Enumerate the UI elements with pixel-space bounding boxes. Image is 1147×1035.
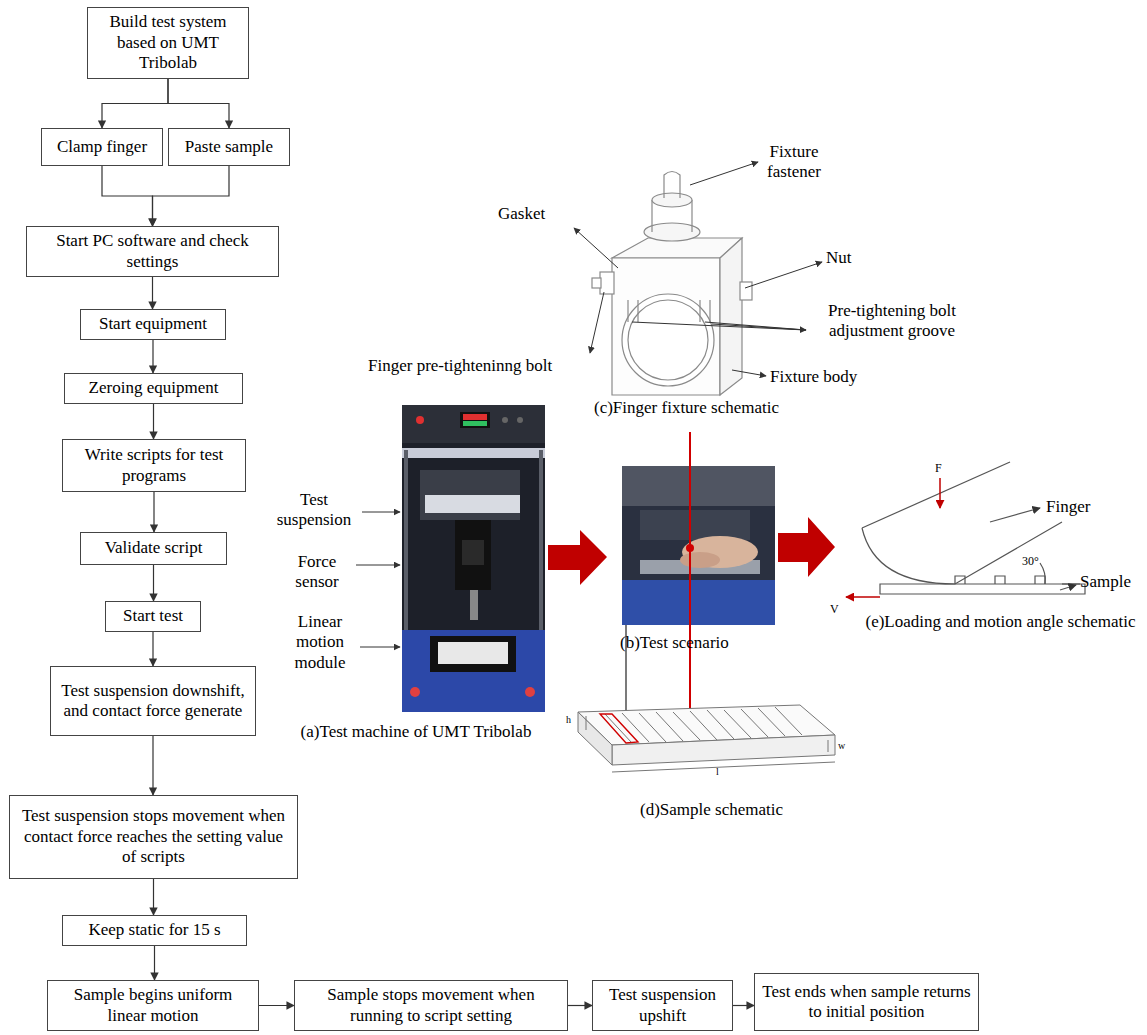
process-box: Test ends when sample returns to initial… — [754, 973, 979, 1031]
connector — [153, 492, 154, 532]
label: h — [566, 714, 571, 726]
label: l — [716, 766, 719, 778]
label: Fixture body — [770, 367, 857, 387]
label: 30° — [1022, 554, 1039, 568]
connector — [152, 340, 153, 373]
label: (d)Sample schematic — [640, 800, 783, 820]
label: Force sensor — [278, 552, 356, 593]
process-box: Keep static for 15 s — [62, 915, 247, 946]
flow-arrow — [778, 517, 835, 577]
connector — [152, 736, 153, 795]
connector — [568, 1005, 592, 1006]
box-text: Test suspension downshift, and contact f… — [57, 681, 249, 722]
label: Finger pre-tighteninng bolt — [368, 356, 552, 376]
connector — [259, 1005, 294, 1006]
finger-drawing — [862, 462, 1085, 594]
connector — [733, 1005, 754, 1006]
red-line — [689, 432, 691, 712]
box-text: Sample stops movement when running to sc… — [301, 985, 561, 1026]
box-text: Test suspension stops movement when cont… — [16, 806, 291, 867]
red-dot — [686, 544, 694, 552]
label: Sample — [1080, 572, 1131, 592]
fixture-drawing — [592, 172, 752, 396]
box-text: Test suspension upshift — [599, 985, 726, 1026]
process-box: Sample stops movement when running to sc… — [294, 980, 568, 1031]
connector — [102, 79, 168, 128]
label: (e)Loading and motion angle schematic — [858, 612, 1143, 632]
label: Gasket — [498, 204, 545, 224]
box-text: Start PC software and check settings — [33, 231, 272, 272]
process-box: Build test system based on UMT Tribolab — [87, 7, 249, 79]
velocity-arrow — [846, 596, 880, 598]
box-text: Sample begins uniform linear motion — [54, 985, 252, 1026]
process-box: Sample begins uniform linear motion — [47, 980, 259, 1031]
box-text: Write scripts for test programs — [69, 445, 239, 486]
label: V — [830, 602, 839, 616]
force-arrow — [939, 478, 941, 508]
label: (a)Test machine of UMT Tribolab — [300, 722, 532, 742]
process-box: Write scripts for test programs — [62, 439, 246, 492]
connector — [153, 166, 230, 226]
machine-photo — [402, 405, 545, 712]
process-box: Zeroing equipment — [64, 373, 243, 404]
box-text: Test ends when sample returns to initial… — [761, 982, 972, 1023]
label: Finger — [1046, 497, 1090, 517]
process-box: Test suspension upshift — [592, 980, 733, 1031]
label: Pre-tightening bolt adjustment groove — [808, 301, 976, 342]
label: Test suspension — [268, 490, 360, 531]
connector — [153, 404, 154, 439]
box-text: Clamp finger — [57, 137, 147, 157]
process-box: Start equipment — [80, 309, 226, 340]
box-text: Start equipment — [99, 314, 207, 334]
process-box: Clamp finger — [41, 128, 163, 166]
label: F — [935, 461, 942, 475]
label: Nut — [826, 248, 852, 268]
label: w — [838, 740, 845, 752]
label: (c)Finger fixture schematic — [594, 398, 779, 418]
box-text: Start test — [123, 606, 183, 626]
connector — [152, 277, 153, 309]
box-text: Zeroing equipment — [89, 378, 219, 398]
connector — [153, 565, 154, 601]
scenario-photo — [622, 466, 775, 625]
connector — [102, 166, 153, 226]
connector — [168, 79, 229, 128]
process-box: Start test — [105, 601, 201, 632]
process-box: Test suspension stops movement when cont… — [9, 795, 298, 879]
process-box: Paste sample — [168, 128, 290, 166]
flow-arrow — [548, 530, 607, 585]
label: Linear motion module — [282, 612, 358, 673]
connector — [152, 632, 153, 666]
box-text: Validate script — [105, 538, 203, 558]
box-text: Keep static for 15 s — [88, 920, 220, 940]
connector — [154, 946, 155, 980]
process-box: Validate script — [80, 532, 227, 565]
connector — [153, 879, 154, 915]
label: (b)Test scenario — [620, 633, 729, 653]
process-box: Start PC software and check settings — [26, 226, 279, 277]
process-box: Test suspension downshift, and contact f… — [50, 666, 256, 736]
box-text: Build test system based on UMT Tribolab — [94, 12, 242, 73]
sample-drawing — [578, 705, 835, 772]
box-text: Paste sample — [185, 137, 273, 157]
label: Fixture fastener — [748, 142, 840, 183]
